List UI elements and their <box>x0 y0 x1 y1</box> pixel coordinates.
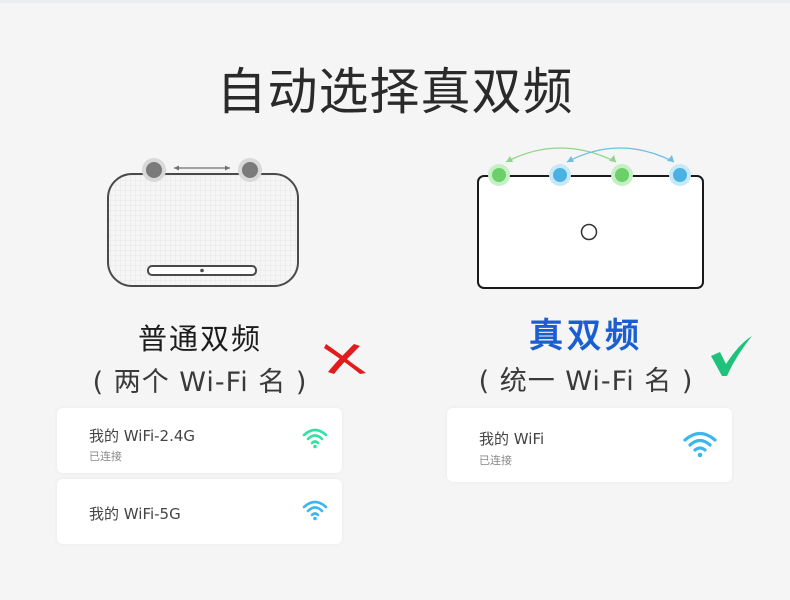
wifi-card-5g[interactable]: 我的 WiFi-5G <box>57 479 342 544</box>
router-button <box>580 223 598 241</box>
wifi-name: 我的 WiFi-5G <box>89 505 181 523</box>
wifi-blue-icon <box>683 431 717 458</box>
wifi-name: 我的 WiFi <box>479 430 545 448</box>
true-dual-band-router-illustration <box>477 147 704 289</box>
wifi-blue-icon <box>302 500 328 521</box>
wifi-status: 已连接 <box>89 450 122 463</box>
normal-router-illustration <box>107 158 299 287</box>
true-dual-band-label: 真双频 ( 统一 Wi-Fi 名 ) <box>426 308 746 398</box>
green-check-icon <box>711 336 752 376</box>
true-dual-band-subtitle: ( 统一 Wi-Fi 名 ) <box>478 366 694 397</box>
router-body <box>477 175 704 289</box>
red-cross-icon <box>324 344 366 374</box>
wifi-name: 我的 WiFi-2.4G <box>89 427 196 445</box>
page-title: 自动选择真双频 <box>216 63 574 121</box>
true-dual-band-title: 真双频 <box>529 316 643 356</box>
wifi-status: 已连接 <box>479 454 512 467</box>
top-border <box>0 0 790 3</box>
wifi-card-unified[interactable]: 我的 WiFi 已连接 <box>447 408 732 482</box>
normal-dual-band-label: 普通双频 ( 两个 Wi-Fi 名 ) <box>40 316 360 399</box>
normal-dual-band-title: 普通双频 <box>137 322 262 356</box>
wifi-green-icon <box>302 428 328 449</box>
wifi-card-2-4g[interactable]: 我的 WiFi-2.4G 已连接 <box>57 408 342 473</box>
router-body <box>107 173 299 287</box>
normal-dual-band-subtitle: ( 两个 Wi-Fi 名 ) <box>92 367 308 398</box>
